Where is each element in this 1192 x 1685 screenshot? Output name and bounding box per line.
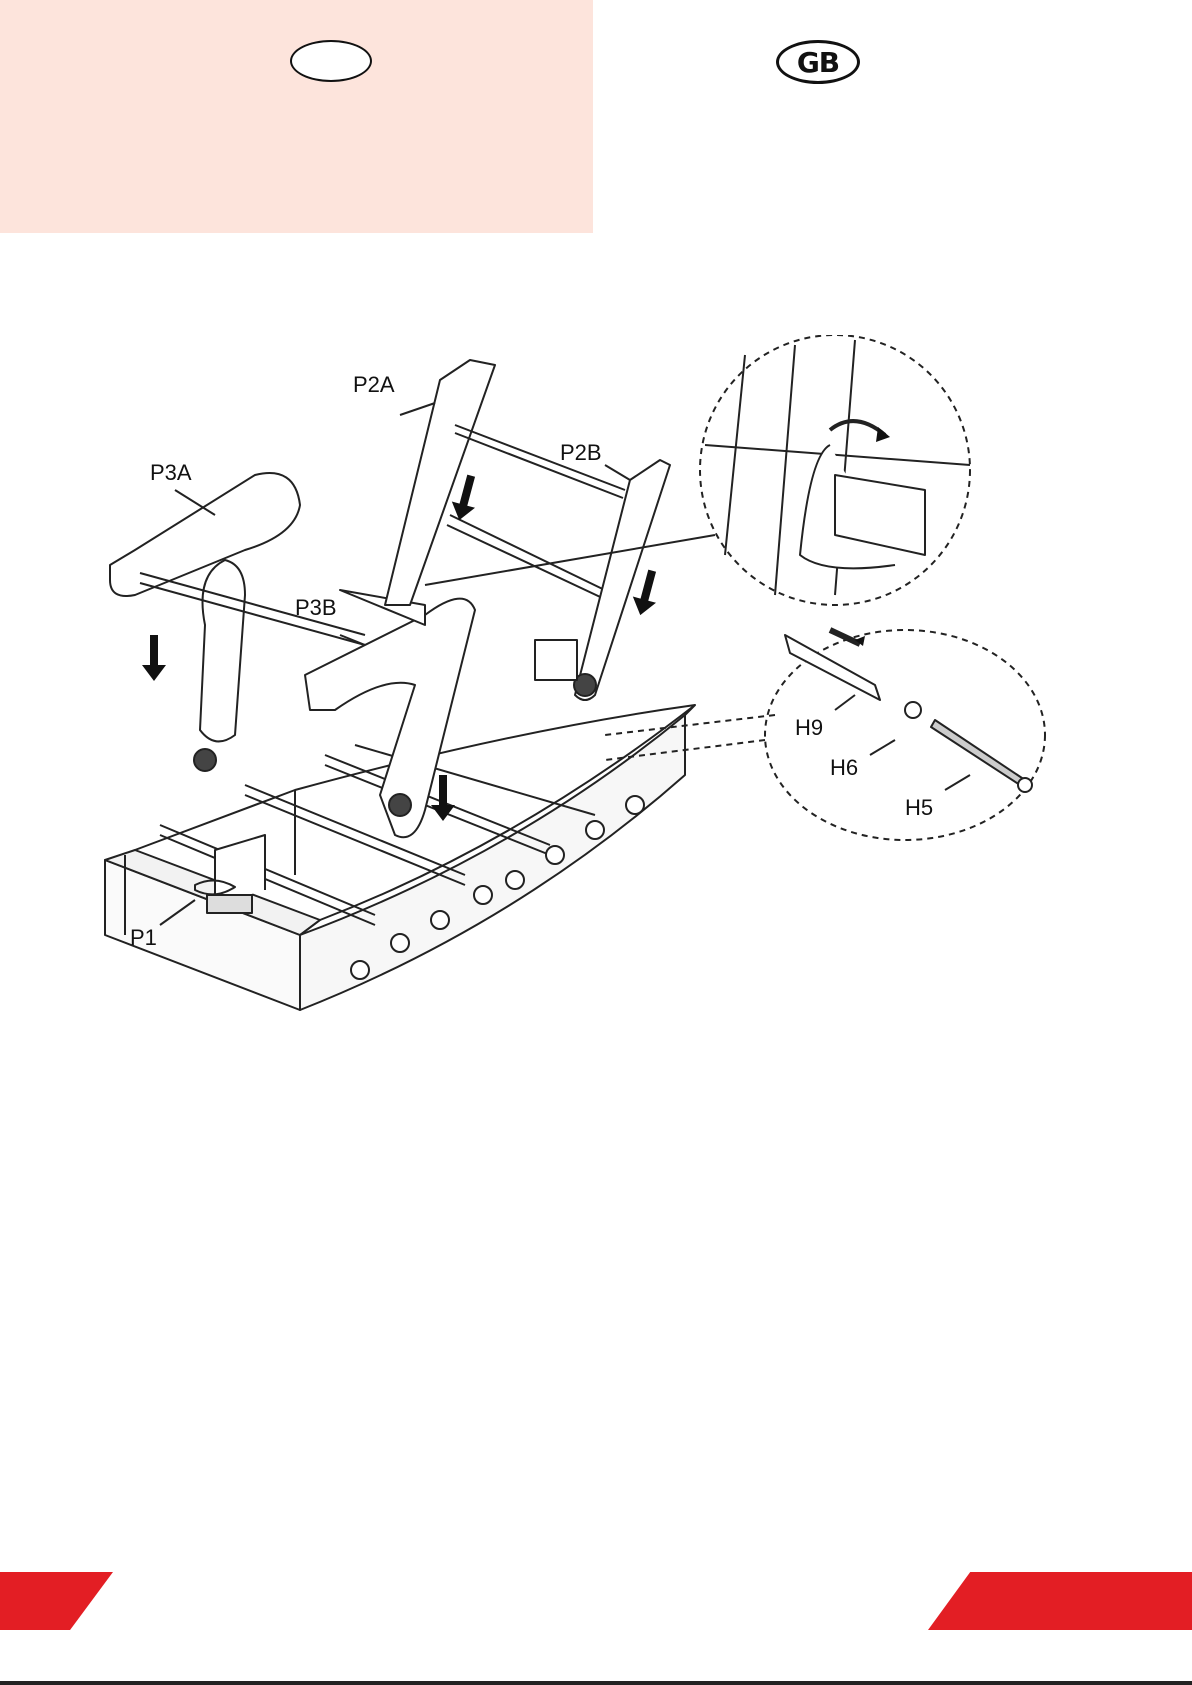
ladder-p2a	[385, 360, 625, 605]
assembly-diagram: P2A P2B P3A P3B P1 H9 H6 H5	[95, 335, 1135, 1095]
detail-circle-rotation	[425, 335, 970, 605]
label-h9: H9	[795, 715, 823, 740]
leg-p3a	[110, 473, 365, 771]
label-h5: H5	[905, 795, 933, 820]
footer-accent-left	[0, 1572, 113, 1630]
footer-accent-right	[928, 1572, 1192, 1630]
language-badge-blank	[290, 40, 372, 82]
bottom-rule	[0, 1681, 1192, 1685]
leg-p3b	[305, 590, 475, 837]
label-p3b: P3B	[295, 595, 337, 620]
label-h6: H6	[830, 755, 858, 780]
language-panel	[0, 0, 593, 233]
language-badge-gb: GB	[776, 40, 860, 84]
label-p2b: P2B	[560, 440, 602, 465]
label-p2a: P2A	[353, 372, 395, 397]
label-p3a: P3A	[150, 460, 192, 485]
label-p1: P1	[130, 925, 157, 950]
